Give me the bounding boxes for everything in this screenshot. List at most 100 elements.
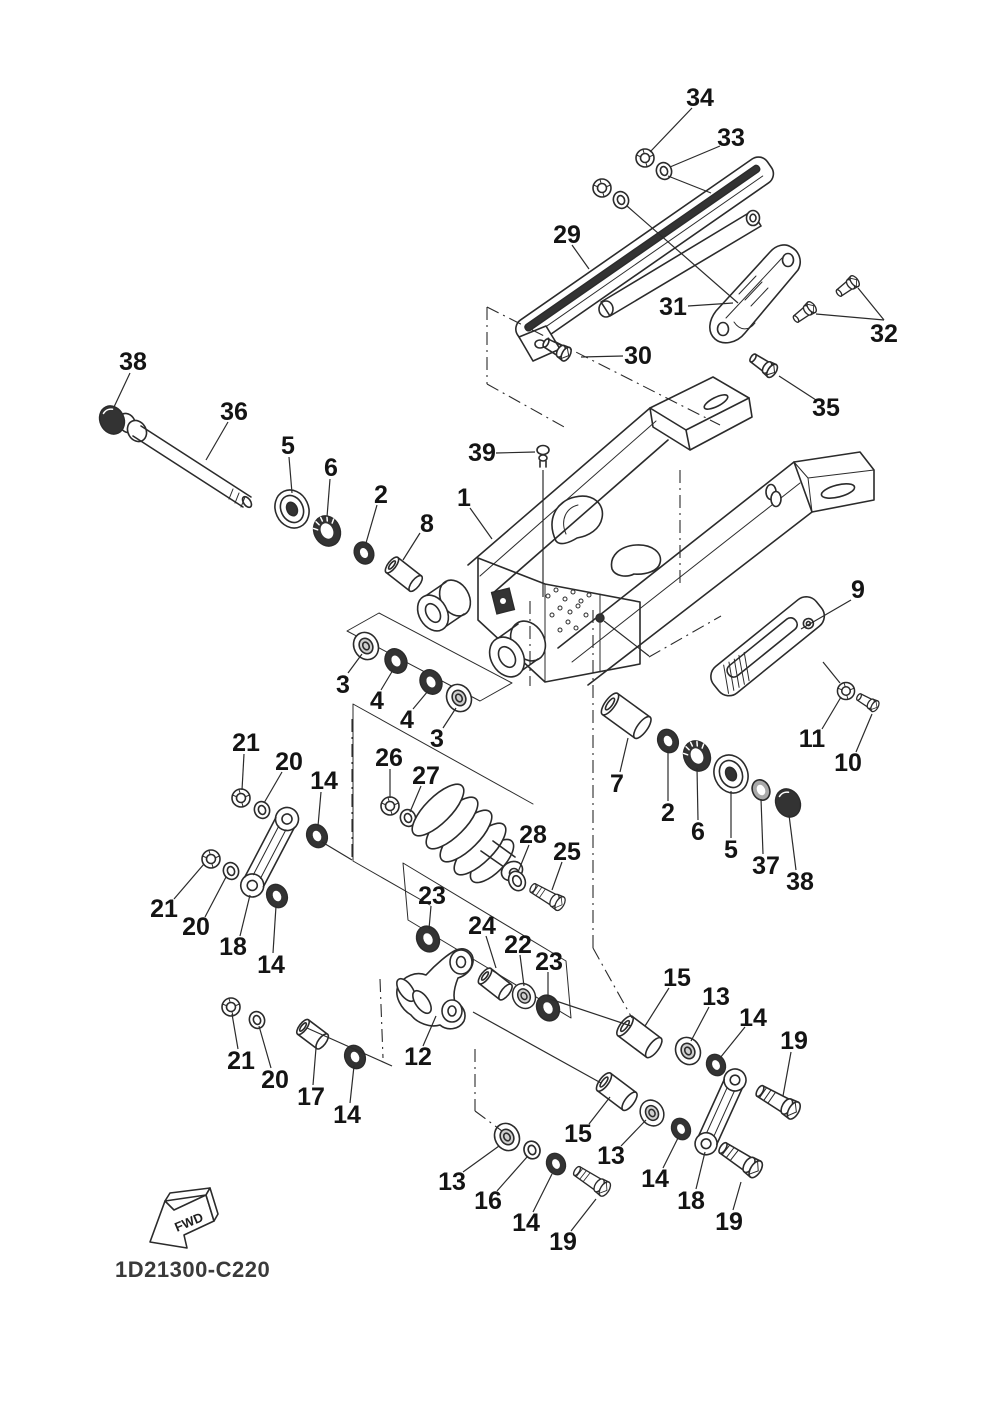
part-number-label: 21: [227, 1047, 255, 1075]
leader-line: [409, 785, 422, 813]
part-number-label: 16: [474, 1187, 502, 1215]
leader-line: [485, 935, 497, 969]
leader-line: [173, 863, 205, 900]
part-washer-20a: [251, 798, 273, 822]
part-number-label: 34: [686, 84, 714, 112]
axis-line: [486, 306, 721, 426]
leader-line: [571, 244, 590, 270]
leader-line: [519, 954, 525, 987]
part-relay-arm-12: [396, 948, 474, 1030]
leader-line: [113, 372, 131, 408]
leader-line: [347, 653, 363, 674]
diagram-code: 1D21300-C220: [115, 1257, 270, 1282]
leader-line: [662, 1137, 679, 1169]
part-number-label: 36: [220, 398, 248, 426]
leader-line: [788, 814, 797, 871]
part-chain-guard-29: [515, 156, 775, 362]
part-nut-34: [635, 148, 655, 168]
part-washer-20c: [246, 1008, 268, 1032]
part-cap-38-right: [770, 784, 806, 822]
leader-line: [380, 669, 394, 691]
leader-line: [778, 375, 817, 401]
leader-line: [272, 905, 277, 954]
axis-line: [486, 383, 567, 429]
part-number-label: 15: [663, 964, 691, 992]
part-number-label: 14: [641, 1165, 669, 1193]
leader-line: [782, 1051, 792, 1097]
part-number-label: 4: [370, 687, 384, 715]
part-number-label: 24: [468, 912, 496, 940]
leader-line: [263, 771, 283, 804]
part-number-label: 5: [724, 836, 738, 864]
part-number-label: 20: [182, 913, 210, 941]
part-number-label: 37: [752, 852, 780, 880]
part-cap-38-left: [94, 401, 130, 439]
part-screw-10: [853, 690, 882, 714]
part-collar-17: [295, 1018, 330, 1050]
leader-line: [205, 421, 229, 461]
part-number-label: 27: [412, 762, 440, 790]
part-number-label: 23: [535, 948, 563, 976]
part-number-label: 6: [324, 454, 338, 482]
leader-line: [815, 313, 885, 321]
axis-line: [592, 947, 633, 1019]
leader-line: [517, 844, 530, 873]
part-collar-8: [384, 556, 424, 593]
leader-line: [204, 876, 227, 918]
part-link-18-right: [694, 1068, 747, 1156]
part-collar-15b: [595, 1072, 638, 1112]
leader-line: [258, 1025, 272, 1069]
axis-line: [474, 1110, 503, 1132]
part-washer-37: [751, 779, 771, 801]
part-number-label: 20: [275, 748, 303, 776]
part-number-label: 9: [851, 576, 865, 604]
part-number-label: 14: [310, 767, 338, 795]
part-number-label: 10: [834, 749, 862, 777]
leader-line: [326, 478, 331, 518]
leader-line: [822, 661, 841, 684]
part-shock-absorber: [411, 783, 524, 884]
leader-line: [667, 175, 712, 194]
part-number-label: 18: [219, 933, 247, 961]
axis-line: [648, 615, 722, 658]
part-swingarm: [416, 376, 875, 686]
part-number-label: 13: [438, 1168, 466, 1196]
part-seal-3a: [348, 627, 384, 665]
part-number-label: 13: [702, 983, 730, 1011]
leader-line: [422, 1015, 437, 1047]
leader-line: [241, 753, 245, 791]
part-collar-7: [600, 692, 652, 740]
part-number-label: 7: [610, 770, 624, 798]
leader-line: [306, 1027, 393, 1067]
part-nut-11: [836, 681, 856, 701]
part-number-label: 12: [404, 1043, 432, 1071]
leader-line: [442, 707, 457, 729]
leader-line: [580, 355, 624, 358]
part-nut-21b: [201, 849, 221, 869]
part-number-label: 14: [333, 1101, 361, 1129]
leader-line: [669, 145, 721, 168]
texture-dots: [545, 587, 592, 633]
part-bushing-14e: [542, 1149, 570, 1179]
part-bushing-14a: [302, 820, 332, 852]
leader-line: [231, 1013, 239, 1050]
leader-line: [288, 456, 293, 494]
part-number-label: 13: [597, 1142, 625, 1170]
part-number-label: 35: [812, 394, 840, 422]
part-number-label: 38: [786, 868, 814, 896]
leader-line: [469, 507, 493, 540]
leader-line: [495, 451, 536, 454]
part-number-label: 14: [257, 951, 285, 979]
part-number-label: 2: [661, 799, 675, 827]
leader-line: [532, 1173, 553, 1213]
part-number-label: 28: [519, 821, 547, 849]
part-collar-15a: [616, 1015, 663, 1059]
part-number-label: 26: [375, 744, 403, 772]
part-bushing-14b: [262, 880, 292, 912]
part-number-label: 5: [281, 432, 295, 460]
part-number-label: 39: [468, 439, 496, 467]
part-number-label: 29: [553, 221, 581, 249]
part-bearing-6-left: [307, 510, 347, 552]
